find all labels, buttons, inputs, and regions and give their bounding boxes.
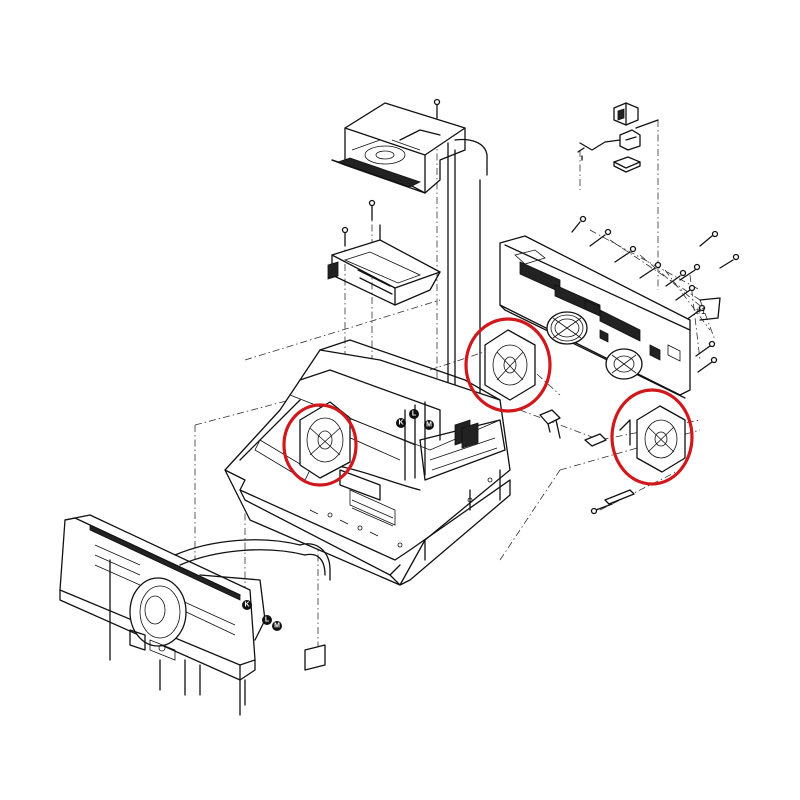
screw bbox=[341, 226, 349, 247]
screw bbox=[590, 503, 613, 515]
svg-text:L: L bbox=[265, 617, 270, 624]
screw bbox=[719, 253, 740, 269]
optical-drive-assembly bbox=[331, 102, 488, 411]
screw bbox=[697, 356, 718, 373]
rear-panel: #1 bbox=[499, 235, 721, 399]
reference-marks-upper: K L M bbox=[396, 409, 434, 430]
screw bbox=[589, 228, 612, 247]
screw bbox=[639, 261, 662, 279]
screw bbox=[433, 98, 441, 119]
small-bracket-parts bbox=[577, 102, 659, 173]
svg-text:M: M bbox=[274, 623, 280, 630]
reference-mark-l: L bbox=[262, 615, 272, 625]
highlight-circle-left-fan bbox=[282, 403, 358, 487]
screw bbox=[665, 269, 687, 287]
fan-left bbox=[299, 401, 351, 479]
screw bbox=[699, 230, 719, 247]
fan-highlight-circles bbox=[282, 317, 694, 487]
reference-mark-m: M bbox=[424, 420, 434, 430]
highlight-circle-right-fan bbox=[610, 388, 694, 486]
svg-text:K: K bbox=[398, 420, 403, 427]
front-panel-assembly bbox=[59, 514, 331, 716]
reference-mark-l: L bbox=[409, 409, 419, 419]
screw bbox=[368, 199, 376, 221]
screw bbox=[614, 245, 637, 263]
part-tag-number: #1 bbox=[696, 306, 706, 316]
screw bbox=[679, 263, 701, 281]
reference-mark-k: K bbox=[242, 600, 252, 610]
highlight-circle-center-fan bbox=[464, 317, 552, 413]
reference-mark-m: M bbox=[272, 621, 282, 631]
screw bbox=[685, 304, 706, 321]
svg-text:K: K bbox=[244, 602, 249, 609]
reference-marks-lower: K L M bbox=[242, 600, 282, 631]
screw bbox=[571, 215, 587, 233]
board-bracket-assembly bbox=[327, 224, 441, 306]
svg-text:L: L bbox=[412, 411, 417, 418]
fan-right bbox=[619, 405, 686, 473]
screw bbox=[695, 340, 716, 357]
screws bbox=[341, 98, 740, 515]
svg-text:M: M bbox=[426, 422, 432, 429]
fan-center bbox=[484, 329, 536, 401]
screw bbox=[675, 284, 696, 301]
reference-mark-k: K bbox=[396, 418, 406, 428]
fan-rear-left bbox=[550, 314, 584, 342]
connector-parts bbox=[539, 409, 635, 505]
